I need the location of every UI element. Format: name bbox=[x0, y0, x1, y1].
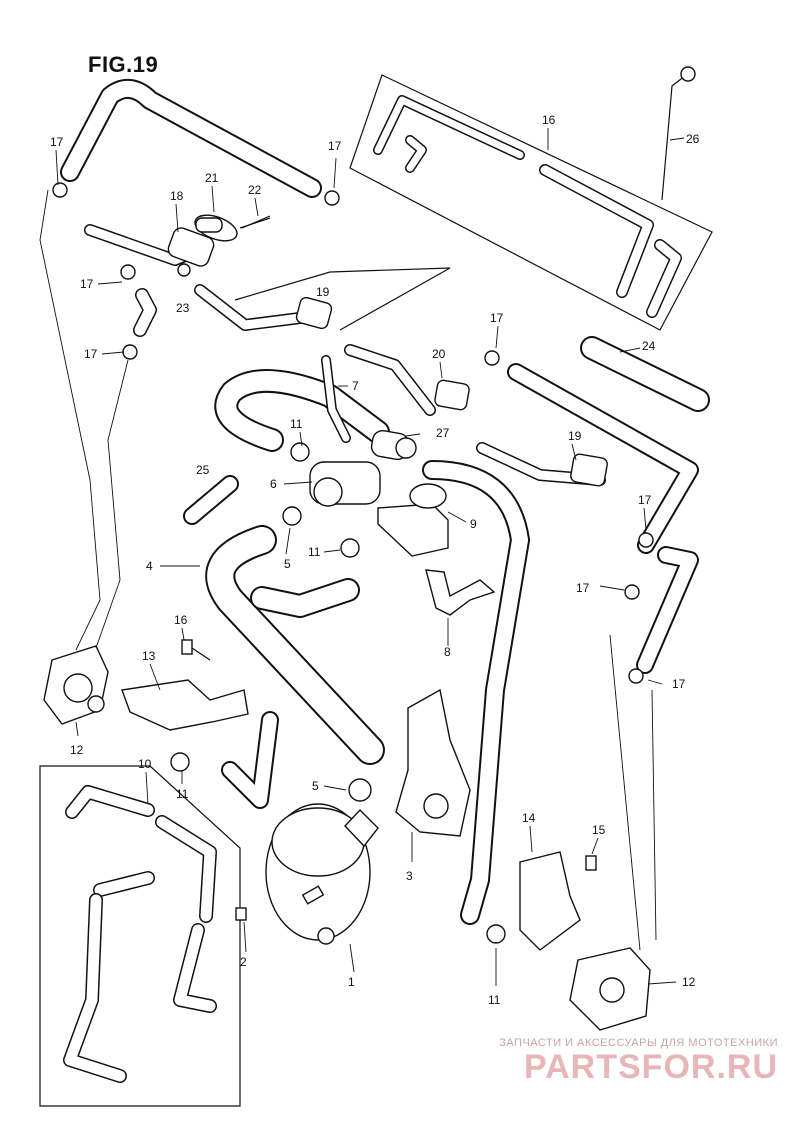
bolt-parts bbox=[181, 215, 597, 921]
callout-26: 26 bbox=[686, 132, 700, 146]
callout-22: 22 bbox=[248, 183, 262, 197]
callout-27: 27 bbox=[436, 426, 450, 440]
callout-11-b: 11 bbox=[308, 545, 321, 559]
callout-12-a: 12 bbox=[70, 743, 84, 757]
callout-11-d: 11 bbox=[488, 993, 501, 1007]
watermark-logo: PARTSFOR.RU bbox=[523, 1048, 778, 1086]
callout-5-a: 5 bbox=[284, 557, 291, 571]
callout-11-a: 11 bbox=[290, 417, 303, 431]
figure-title: FIG.19 bbox=[88, 52, 159, 77]
callout-10: 10 bbox=[138, 757, 152, 771]
valve-6 bbox=[309, 429, 449, 557]
callout-23: 23 bbox=[176, 301, 190, 315]
callout-17-d: 17 bbox=[328, 139, 342, 153]
pipe-19-upper bbox=[194, 267, 451, 331]
callout-9: 9 bbox=[470, 517, 477, 531]
callout-13: 13 bbox=[142, 649, 156, 663]
callout-17-b: 17 bbox=[80, 277, 94, 291]
leader-lines bbox=[55, 128, 685, 986]
callout-5-b: 5 bbox=[312, 779, 319, 793]
watermark-tagline: ЗАПЧАСТИ И АКСЕССУАРЫ ДЛЯ МОТОТЕХНИКИ bbox=[499, 1037, 778, 1049]
callout-25: 25 bbox=[196, 463, 210, 477]
clamp-markers bbox=[52, 182, 654, 944]
callout-8: 8 bbox=[444, 645, 451, 659]
pipe-19-right bbox=[476, 442, 608, 487]
callout-12-b: 12 bbox=[682, 975, 696, 989]
callout-19-a: 19 bbox=[316, 285, 330, 299]
kit-box-10 bbox=[39, 765, 241, 1107]
callout-labels: 17 18 21 22 17 23 17 17 16 26 19 17 24 2… bbox=[50, 113, 700, 1007]
callout-20: 20 bbox=[432, 347, 446, 361]
hose-upper-left bbox=[60, 79, 322, 337]
reed-valve-12-right bbox=[569, 947, 651, 1031]
callout-3: 3 bbox=[406, 869, 413, 883]
callout-11-c: 11 bbox=[176, 787, 189, 801]
bracket-8 bbox=[425, 569, 496, 616]
callout-2: 2 bbox=[240, 955, 247, 969]
callout-16-b: 16 bbox=[174, 613, 188, 627]
pipe-20 bbox=[344, 344, 470, 416]
callout-17-g: 17 bbox=[576, 581, 590, 595]
callout-17-e: 17 bbox=[490, 311, 504, 325]
callout-21: 21 bbox=[205, 171, 219, 185]
callout-24: 24 bbox=[642, 339, 656, 353]
callout-7: 7 bbox=[352, 379, 359, 393]
callout-14: 14 bbox=[522, 811, 536, 825]
callout-1: 1 bbox=[348, 975, 355, 989]
callout-19-b: 19 bbox=[568, 429, 582, 443]
callout-17-c: 17 bbox=[84, 347, 98, 361]
hose-right-long bbox=[507, 363, 699, 951]
callout-17-f: 17 bbox=[638, 493, 652, 507]
callout-17-h: 17 bbox=[672, 677, 686, 691]
callout-15: 15 bbox=[592, 823, 606, 837]
tube-24 bbox=[580, 336, 710, 412]
callout-4: 4 bbox=[146, 559, 153, 573]
callout-18: 18 bbox=[170, 189, 184, 203]
reed-valve-12-left bbox=[39, 189, 129, 725]
canister-1 bbox=[265, 803, 379, 945]
callout-17-a: 17 bbox=[50, 135, 64, 149]
callout-6: 6 bbox=[270, 477, 277, 491]
bracket-13 bbox=[121, 679, 249, 731]
tube-25 bbox=[183, 475, 239, 525]
hose-central bbox=[205, 355, 530, 925]
bracket-14 bbox=[519, 851, 581, 951]
watermark: ЗАПЧАСТИ И АКСЕССУАРЫ ДЛЯ МОТОТЕХНИКИ PA… bbox=[499, 1037, 778, 1085]
callout-16-a: 16 bbox=[542, 113, 556, 127]
bracket-3 bbox=[395, 688, 471, 837]
kit-box-16 bbox=[349, 66, 713, 331]
